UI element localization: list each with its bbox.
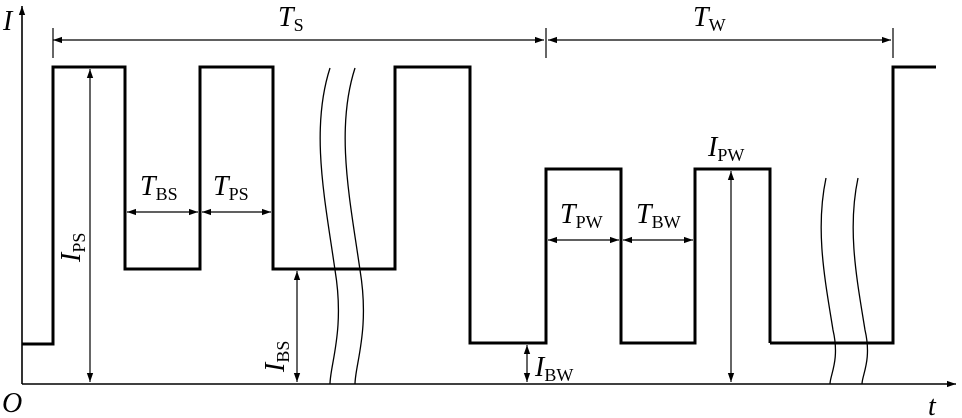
ipw-label: IPW [707, 132, 744, 165]
strong-pulse-group [22, 65, 772, 346]
dimension-arrows [52, 28, 894, 382]
ts-label: TS [278, 2, 304, 35]
tps-label: TPS [213, 171, 249, 204]
tbw-label: TBW [636, 199, 681, 232]
break-line [820, 177, 837, 385]
tpw-label: TPW [560, 199, 603, 232]
tbs-label: TBS [140, 171, 178, 204]
origin-label: O [2, 388, 22, 418]
axes [18, 6, 956, 388]
weak-pulse-tail [770, 65, 936, 345]
x-axis-label: t [928, 391, 937, 418]
labels: O I t TS TW TBS TPS TPW TBW IPW IBW IPS [2, 2, 937, 418]
waveform [22, 65, 936, 346]
break-marks [319, 67, 869, 385]
break-line [344, 67, 365, 385]
y-axis-label: I [2, 6, 14, 37]
break-line [319, 67, 340, 385]
tw-label: TW [693, 2, 726, 35]
break-line [852, 177, 869, 385]
ips-label: IPS [56, 233, 89, 263]
ibw-label: IBW [534, 352, 573, 385]
ibs-label: IBS [260, 341, 293, 373]
